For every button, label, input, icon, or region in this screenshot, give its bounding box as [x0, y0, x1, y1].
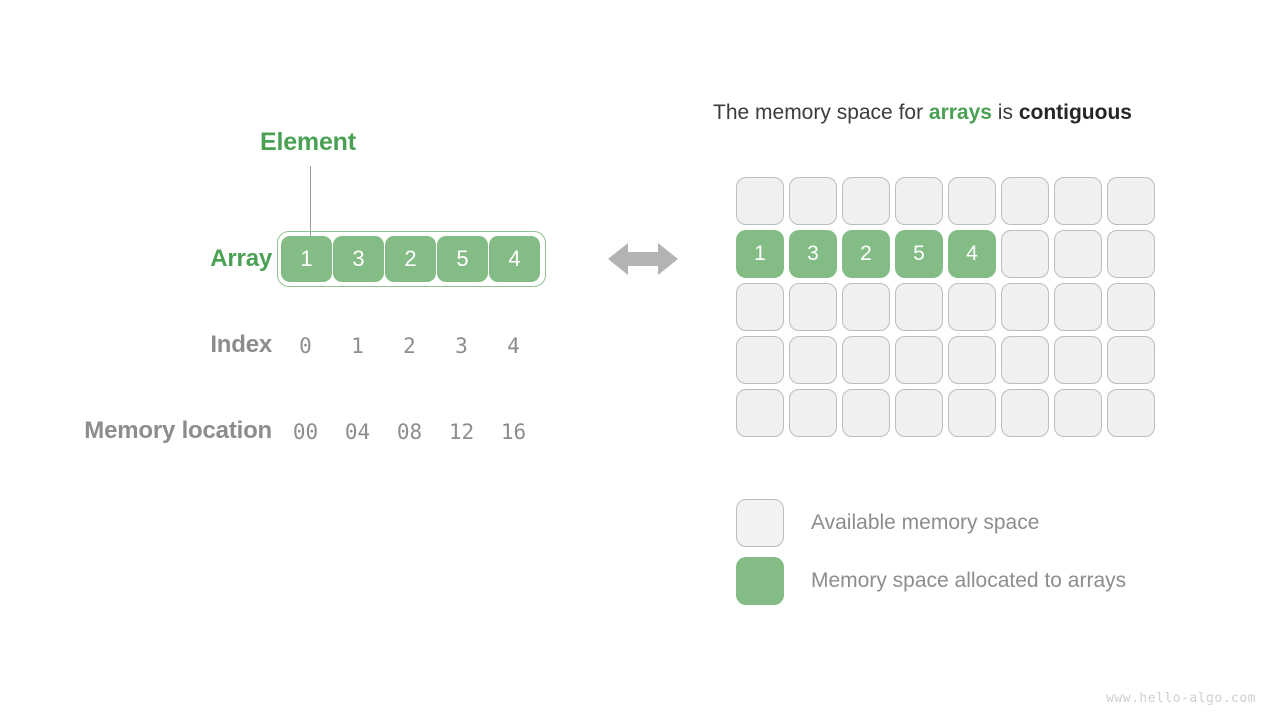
- memory-location-value-row: 00 04 08 12 16: [277, 419, 546, 445]
- memory-cell-available: [948, 389, 996, 437]
- memory-cell-available: [1001, 283, 1049, 331]
- array-row-label: Array: [210, 245, 272, 272]
- memory-title-highlight: arrays: [928, 101, 992, 124]
- bidirectional-arrow-icon: [608, 235, 678, 283]
- element-callout-leader-line: [310, 166, 311, 236]
- memory-cell-available: [895, 336, 943, 384]
- memory-title: The memory space for arrays is contiguou…: [713, 101, 1132, 125]
- index-value: 1: [351, 334, 364, 358]
- legend-label: Available memory space: [811, 511, 1040, 534]
- legend-swatch-available: [736, 499, 784, 547]
- memory-cell-available: [736, 389, 784, 437]
- memory-cell-available: [1054, 230, 1102, 278]
- memory-location-value: 12: [448, 420, 475, 444]
- memory-cell-available: [736, 283, 784, 331]
- memory-cell-available: [1107, 336, 1155, 384]
- index-value: 0: [299, 334, 312, 358]
- memory-cell-available: [948, 177, 996, 225]
- legend-swatch-allocated: [736, 557, 784, 605]
- memory-cell-available: [842, 336, 890, 384]
- memory-cell-available: [1107, 283, 1155, 331]
- memory-cell-available: [842, 283, 890, 331]
- memory-title-part2: is: [991, 101, 1019, 124]
- memory-cell-allocated: 2: [842, 230, 890, 278]
- memory-cell-available: [789, 283, 837, 331]
- array-cell: 2: [385, 236, 436, 282]
- index-value-row: 0 1 2 3 4: [277, 333, 546, 359]
- memory-title-part1: The memory space for: [713, 101, 929, 124]
- memory-cell-available: [1054, 389, 1102, 437]
- memory-cell-available: [1107, 230, 1155, 278]
- memory-location-value: 04: [344, 420, 371, 444]
- memory-cell-available: [1001, 389, 1049, 437]
- index-value: 3: [455, 334, 468, 358]
- memory-cell-allocated: 3: [789, 230, 837, 278]
- memory-cell-available: [789, 389, 837, 437]
- memory-cell-available: [895, 283, 943, 331]
- memory-cell-available: [948, 336, 996, 384]
- array-cell: 3: [333, 236, 384, 282]
- memory-cell-available: [1054, 177, 1102, 225]
- memory-title-bold: contiguous: [1018, 101, 1132, 124]
- element-callout-label: Element: [260, 128, 356, 156]
- memory-cell-allocated: 4: [948, 230, 996, 278]
- memory-location-value: 08: [396, 420, 423, 444]
- memory-cell-available: [895, 389, 943, 437]
- memory-cell-available: [842, 389, 890, 437]
- legend-row: Memory space allocated to arrays: [736, 552, 1126, 610]
- index-row-label: Index: [210, 331, 272, 358]
- memory-location-row-label: Memory location: [84, 417, 272, 444]
- watermark: www.hello-algo.com: [1106, 691, 1256, 706]
- memory-cell-available: [948, 283, 996, 331]
- memory-cell-available: [736, 177, 784, 225]
- memory-cell-available: [789, 336, 837, 384]
- memory-cell-available: [1107, 389, 1155, 437]
- memory-cell-available: [789, 177, 837, 225]
- memory-cell-available: [1107, 177, 1155, 225]
- index-value: 4: [507, 334, 520, 358]
- memory-cell-available: [1001, 336, 1049, 384]
- memory-cell-available: [736, 336, 784, 384]
- memory-cell-available: [1054, 283, 1102, 331]
- array-cell: 4: [489, 236, 540, 282]
- memory-cell-available: [1054, 336, 1102, 384]
- memory-cell-allocated: 5: [895, 230, 943, 278]
- legend-label: Memory space allocated to arrays: [811, 569, 1127, 592]
- memory-cell-available: [1001, 177, 1049, 225]
- memory-cell-available: [1001, 230, 1049, 278]
- legend-row: Available memory space: [736, 494, 1126, 552]
- memory-location-value: 16: [500, 420, 527, 444]
- array-cell: 5: [437, 236, 488, 282]
- memory-cell-available: [895, 177, 943, 225]
- memory-location-value: 00: [292, 420, 319, 444]
- memory-cell-allocated: 1: [736, 230, 784, 278]
- memory-cell-available: [842, 177, 890, 225]
- index-value: 2: [403, 334, 416, 358]
- array-cell: 1: [281, 236, 332, 282]
